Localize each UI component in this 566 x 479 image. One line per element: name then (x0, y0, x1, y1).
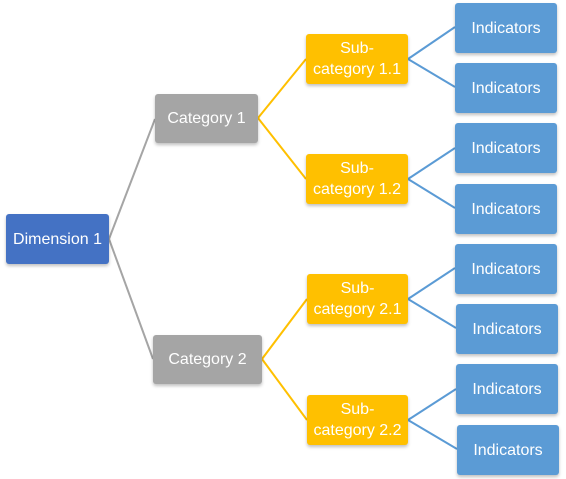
indicator-1-2-a-label: Indicators (471, 139, 541, 157)
category-2-node[interactable]: Category 2 (153, 335, 262, 384)
connector-sub-1-1-indicator-2 (407, 58, 456, 88)
subcategory-1-2-line-2: category 1.2 (312, 181, 402, 198)
subcategory-2-1-label: Sub- category 2.1 (313, 278, 401, 320)
indicator-2-1-a-node[interactable]: Indicators (455, 244, 557, 294)
connector-category-2-sub-2-2 (261, 358, 308, 421)
subcategory-2-1-line-1: Sub- (340, 280, 375, 297)
category-1-node[interactable]: Category 1 (155, 94, 258, 143)
indicator-1-1-b-node[interactable]: Indicators (455, 63, 557, 113)
connector-category-1-sub-1-2 (257, 117, 307, 180)
subcategory-2-1-node[interactable]: Sub- category 2.1 (307, 274, 408, 324)
connector-category-1-sub-1-1 (257, 58, 307, 119)
indicator-1-1-a-node[interactable]: Indicators (455, 3, 557, 53)
subcategory-1-1-node[interactable]: Sub- category 1.1 (306, 34, 408, 84)
indicator-2-2-b-label: Indicators (473, 441, 543, 459)
indicator-1-2-a-node[interactable]: Indicators (455, 123, 557, 173)
indicator-2-2-b-node[interactable]: Indicators (457, 425, 559, 475)
indicator-2-1-a-label: Indicators (471, 260, 541, 278)
subcategory-1-2-node[interactable]: Sub- category 1.2 (306, 154, 408, 204)
indicator-1-1-b-label: Indicators (471, 79, 541, 97)
category-1-label: Category 1 (167, 110, 246, 127)
subcategory-1-1-line-1: Sub- (340, 40, 374, 57)
connector-dimension-category-2 (108, 238, 154, 360)
dimension-1-node[interactable]: Dimension 1 (6, 214, 109, 264)
connector-dimension-category-1 (108, 118, 156, 240)
connector-sub-1-2-indicator-1 (407, 147, 456, 180)
connector-sub-1-2-indicator-2 (407, 178, 456, 209)
connector-sub-2-1-indicator-1 (407, 267, 456, 300)
subcategory-2-2-node[interactable]: Sub- category 2.2 (307, 395, 408, 445)
indicator-1-2-b-node[interactable]: Indicators (455, 184, 557, 234)
category-2-label: Category 2 (168, 351, 247, 368)
indicator-1-2-b-label: Indicators (471, 200, 541, 218)
connector-category-2-sub-2-1 (261, 298, 308, 360)
subcategory-1-2-line-1: Sub- (340, 160, 374, 177)
subcategory-2-2-line-1: Sub- (340, 401, 375, 418)
connector-sub-2-2-indicator-1 (407, 388, 457, 421)
indicator-2-1-b-node[interactable]: Indicators (456, 304, 558, 354)
indicator-2-2-a-node[interactable]: Indicators (456, 364, 558, 414)
connector-sub-1-1-indicator-1 (407, 26, 456, 60)
subcategory-1-1-line-2: category 1.1 (312, 61, 402, 78)
indicator-2-1-b-label: Indicators (472, 320, 542, 338)
connector-sub-2-1-indicator-2 (407, 298, 457, 329)
subcategory-2-1-line-2: category 2.1 (313, 301, 402, 318)
subcategory-2-2-line-2: category 2.2 (313, 422, 402, 439)
indicator-2-2-a-label: Indicators (472, 380, 542, 398)
connector-sub-2-2-indicator-2 (407, 419, 458, 450)
subcategory-1-2-label: Sub- category 1.2 (313, 158, 401, 200)
subcategory-2-2-label: Sub- category 2.2 (313, 399, 401, 441)
indicator-1-1-a-label: Indicators (471, 19, 541, 37)
subcategory-1-1-label: Sub- category 1.1 (313, 38, 401, 80)
dimension-1-label: Dimension 1 (13, 230, 102, 248)
